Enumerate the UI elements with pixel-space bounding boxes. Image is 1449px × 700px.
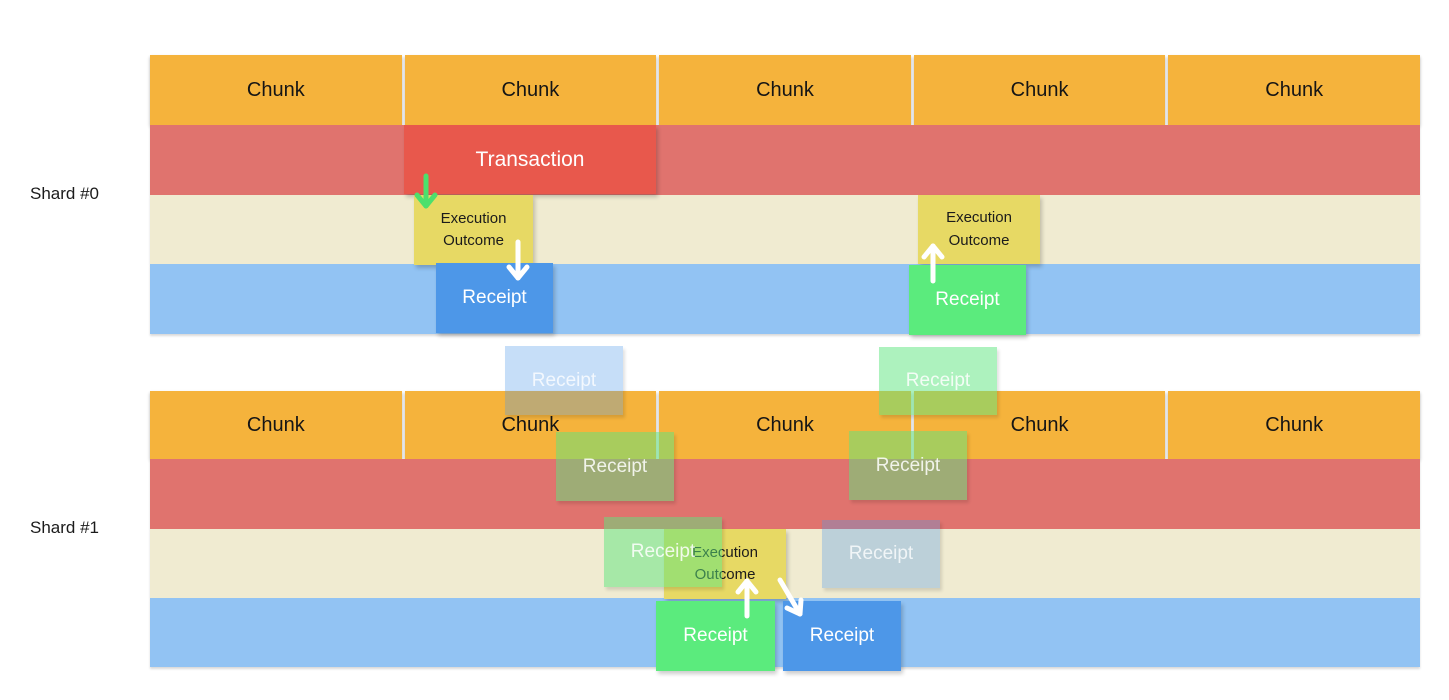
shard0-chunk-1: Chunk <box>150 55 402 125</box>
shard1-chunk-5: Chunk <box>1168 391 1420 459</box>
shard0-transaction-lane <box>150 125 1420 195</box>
shard0-chunk-row: Chunk Chunk Chunk Chunk Chunk <box>150 55 1420 125</box>
shard1-receipt-lightblue: Receipt <box>822 520 940 588</box>
floating-receipt-lightgreen-upper: Receipt <box>879 347 997 415</box>
shard1-chunk-1: Chunk <box>150 391 402 459</box>
shard0-chunk-4: Chunk <box>913 55 1166 125</box>
shard0-transaction-box: Transaction <box>404 125 656 194</box>
shard1-chunk-row: Chunk Chunk Chunk Chunk Chunk <box>150 391 1420 459</box>
shard0-outcome-lane <box>150 195 1420 264</box>
shard0-execution-outcome-left: Execution Outcome <box>414 195 533 265</box>
shard1-receipt-green: Receipt <box>656 601 775 671</box>
shard0-chunk-3: Chunk <box>659 55 911 125</box>
shard0-receipt-lane <box>150 264 1420 334</box>
floating-receipt-green-left-lower: Receipt <box>556 432 674 501</box>
shard0-chunk-5: Chunk <box>1168 55 1420 125</box>
shard0-chunk-2: Chunk <box>404 55 657 125</box>
shard0-execution-outcome-right: Execution Outcome <box>918 195 1040 264</box>
shard0-receipt-blue: Receipt <box>436 263 553 333</box>
shard0-label: Shard #0 <box>30 184 99 203</box>
shard0-receipt-green: Receipt <box>909 265 1026 335</box>
shard1-transaction-lane <box>150 459 1420 529</box>
shard1-label: Shard #1 <box>30 518 99 537</box>
shard1-chunk-2: Chunk <box>404 391 657 459</box>
floating-receipt-green-right-lower: Receipt <box>849 431 967 500</box>
shard1-chunk-3: Chunk <box>659 391 911 459</box>
floating-receipt-lightblue: Receipt <box>505 346 623 415</box>
shard1-receipt-blue: Receipt <box>783 601 901 671</box>
shard1-receipt-green-overlay: Receipt <box>604 517 722 587</box>
